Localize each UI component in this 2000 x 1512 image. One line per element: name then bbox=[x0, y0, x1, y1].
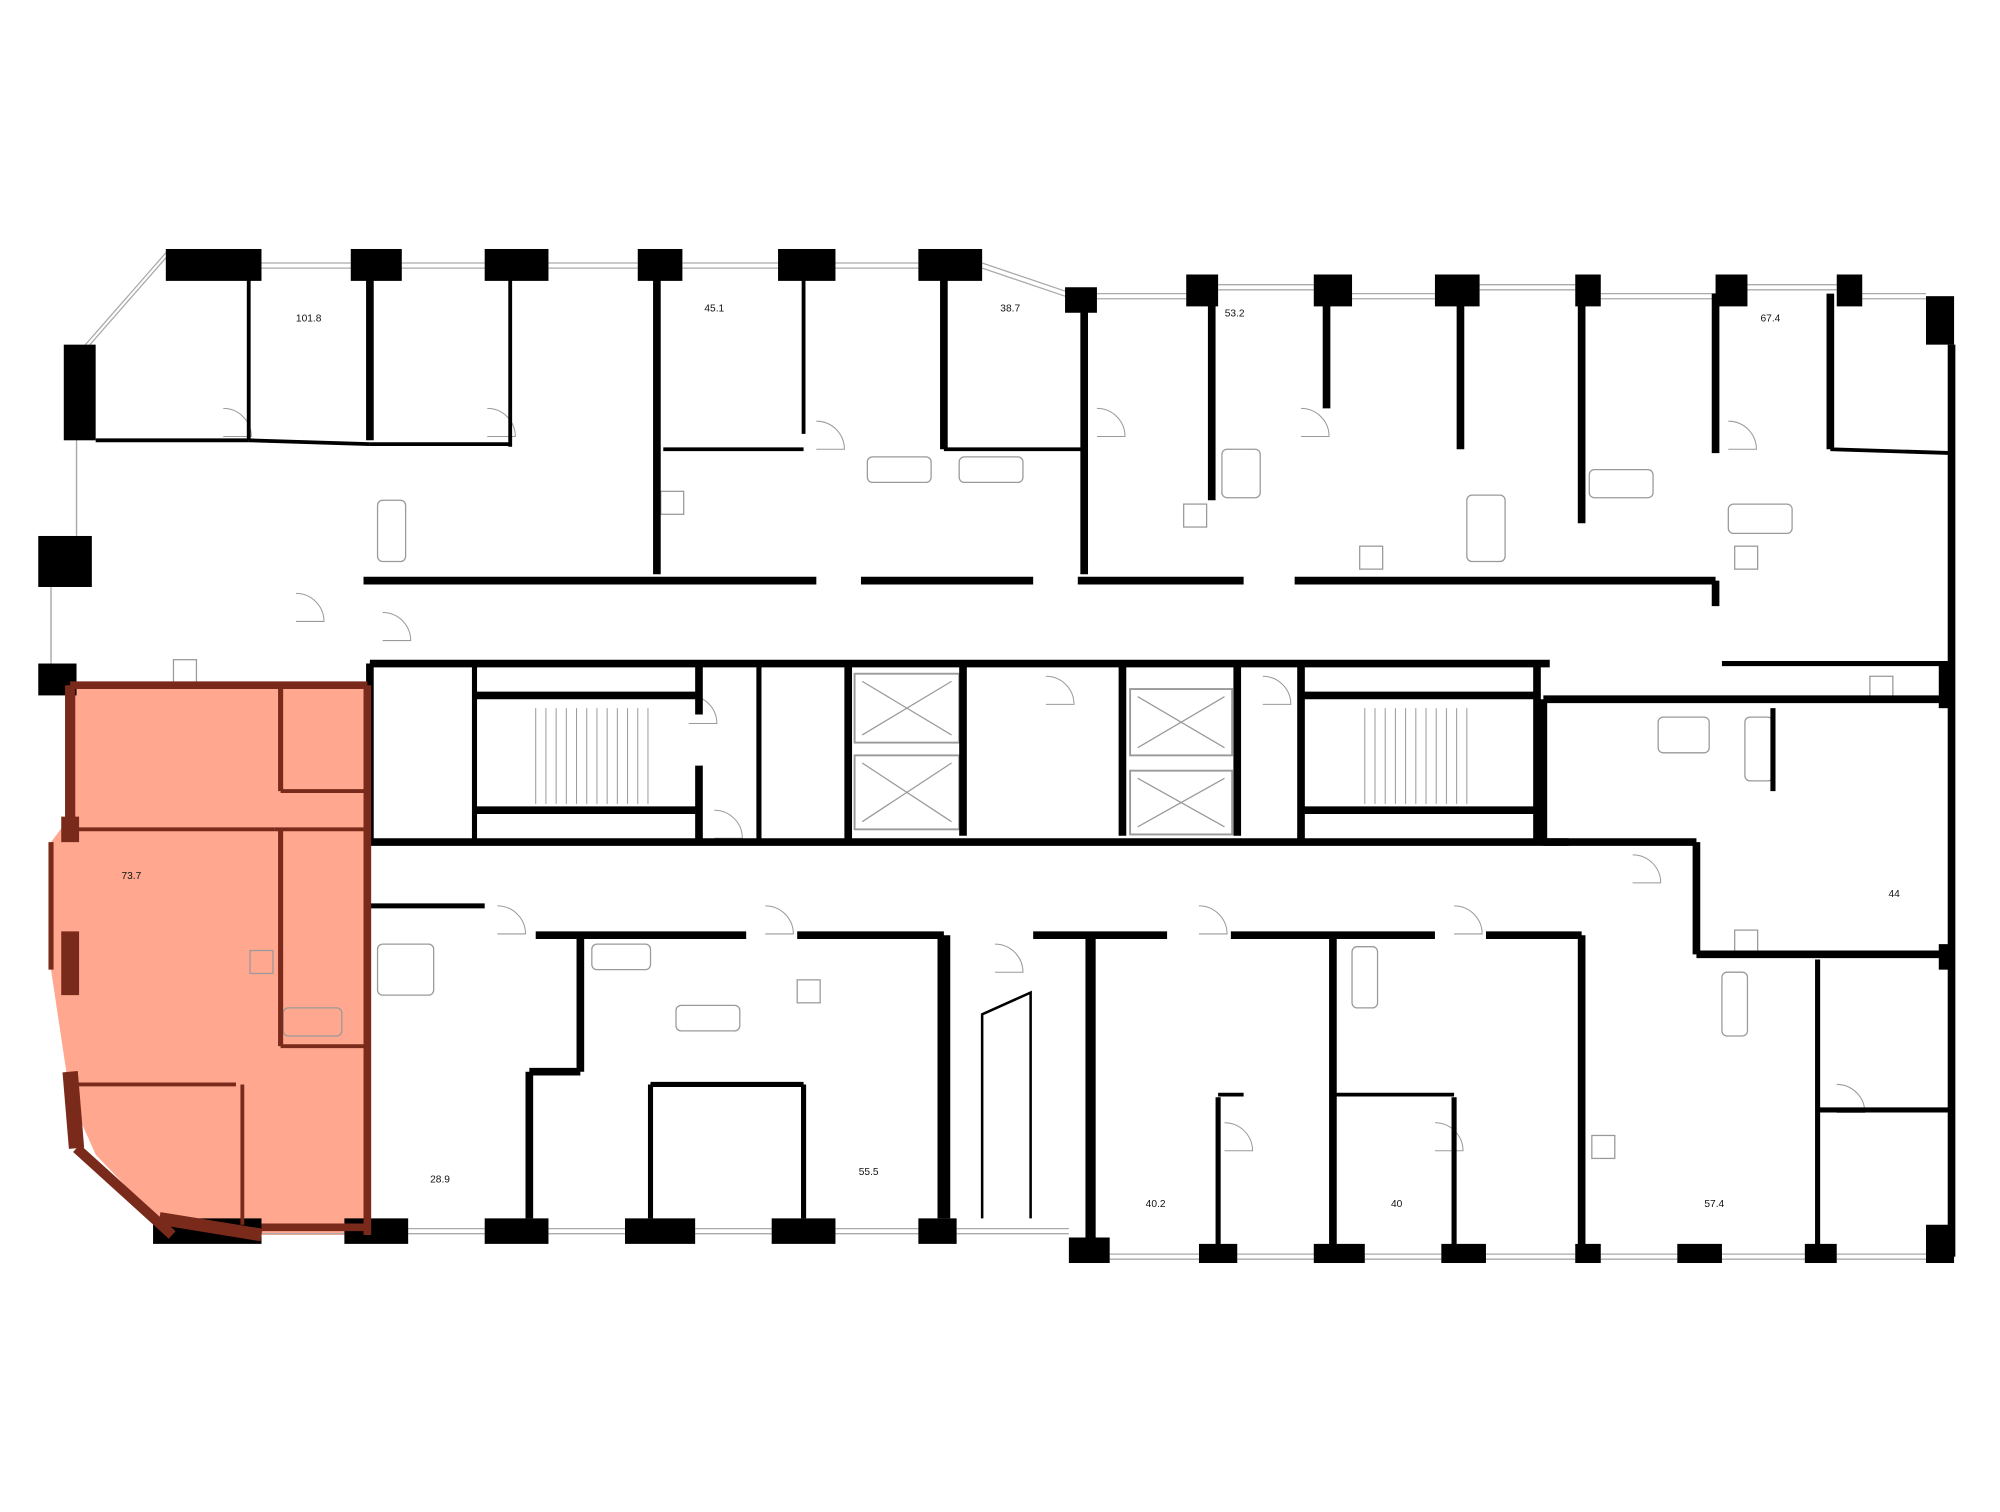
apartment-area-label[interactable]: 38.7 bbox=[1000, 303, 1020, 314]
fixtures-layer bbox=[172, 407, 1894, 1219]
door-swing bbox=[295, 592, 325, 622]
bathtub-icon bbox=[866, 456, 932, 484]
apartment-area-label[interactable]: 55.5 bbox=[859, 1167, 879, 1178]
highlighted-apartment-73-7[interactable] bbox=[51, 685, 368, 1235]
elevator-shaft bbox=[1129, 688, 1234, 757]
exterior-pier bbox=[778, 248, 836, 281]
door-swing bbox=[497, 905, 527, 935]
door-swing bbox=[382, 611, 412, 642]
window bbox=[981, 267, 1066, 297]
bathtub-icon bbox=[675, 1004, 741, 1032]
apartment-area-label-highlighted[interactable]: 73.7 bbox=[121, 871, 141, 882]
exterior-pier bbox=[350, 248, 402, 281]
door-swing bbox=[994, 943, 1024, 973]
highlighted-wall bbox=[73, 1144, 176, 1239]
exterior-pier bbox=[38, 535, 92, 587]
exterior-pier bbox=[918, 1218, 957, 1244]
exterior-pier bbox=[63, 344, 96, 441]
apartment-area-label[interactable]: 67.4 bbox=[1760, 314, 1780, 325]
stove-icon bbox=[796, 979, 821, 1004]
wall bbox=[248, 438, 370, 447]
door-swing bbox=[223, 407, 252, 437]
door-swing bbox=[1198, 905, 1228, 935]
wall bbox=[1830, 447, 1952, 455]
exterior-pier bbox=[1836, 274, 1863, 307]
bathtub-icon bbox=[1744, 716, 1774, 782]
elevator-cross bbox=[1137, 696, 1225, 749]
exterior-pier bbox=[918, 248, 983, 281]
stove-icon bbox=[1734, 929, 1759, 954]
door-swing bbox=[1454, 905, 1483, 935]
ramp bbox=[980, 990, 1032, 1219]
bathtub-icon bbox=[1721, 971, 1749, 1037]
door-swing bbox=[1301, 407, 1330, 437]
exterior-pier bbox=[1313, 1243, 1365, 1264]
door-swing bbox=[714, 809, 743, 839]
window bbox=[76, 252, 167, 356]
exterior-pier bbox=[625, 1218, 696, 1244]
stove-icon bbox=[1734, 545, 1759, 570]
apartment-area-label[interactable]: 101.8 bbox=[296, 314, 322, 325]
bathtub-icon bbox=[1588, 469, 1654, 499]
exterior-pier bbox=[165, 248, 262, 281]
door-swing bbox=[1262, 675, 1292, 705]
highlighted-wall bbox=[158, 1212, 263, 1242]
walls-layer bbox=[38, 248, 1956, 1264]
door-swing bbox=[1434, 1122, 1464, 1152]
apartment-area-label[interactable]: 57.4 bbox=[1704, 1199, 1724, 1210]
elevator-cross bbox=[861, 680, 952, 736]
elevator-cross bbox=[1137, 777, 1225, 828]
stove-icon bbox=[660, 490, 685, 515]
door-swing bbox=[765, 905, 794, 935]
apartment-area-label[interactable]: 40 bbox=[1391, 1199, 1403, 1210]
apartment-area-label[interactable]: 45.1 bbox=[704, 303, 724, 314]
apartment-area-label[interactable]: 28.9 bbox=[430, 1175, 450, 1186]
bathtub-icon bbox=[1466, 494, 1506, 563]
stove-icon bbox=[1359, 545, 1384, 570]
bathtub-icon bbox=[1221, 448, 1261, 499]
door-swing bbox=[1096, 407, 1126, 437]
exterior-pier bbox=[771, 1218, 836, 1244]
exterior-pier bbox=[1441, 1243, 1486, 1264]
apartment-area-label[interactable]: 53.2 bbox=[1225, 309, 1245, 320]
elevator-cross bbox=[861, 762, 952, 823]
bathtub-icon bbox=[1657, 716, 1710, 754]
highlighted-apartment-walls bbox=[48, 681, 372, 1242]
exterior-pier bbox=[1804, 1243, 1837, 1264]
exterior-pier bbox=[1313, 274, 1353, 307]
door-swing bbox=[816, 420, 845, 450]
door-swing bbox=[1224, 1122, 1254, 1152]
exterior-pier bbox=[484, 1218, 549, 1244]
exterior-pier bbox=[1926, 296, 1955, 345]
apartment-area-label[interactable]: 44 bbox=[1888, 889, 1900, 900]
bathtub-icon bbox=[376, 943, 435, 996]
stove-icon bbox=[1591, 1134, 1616, 1160]
window bbox=[981, 262, 1066, 292]
stove-icon bbox=[1183, 503, 1208, 528]
elevator-shaft bbox=[1129, 769, 1234, 836]
window bbox=[76, 257, 167, 361]
exterior-pier bbox=[1677, 1243, 1722, 1264]
door-swing bbox=[1728, 420, 1757, 450]
apartment-area-label[interactable]: 40.2 bbox=[1146, 1199, 1166, 1210]
bathtub-icon bbox=[1727, 503, 1793, 535]
bathtub-icon bbox=[1351, 946, 1379, 1009]
bathtub-icon bbox=[591, 943, 652, 971]
stove-icon bbox=[172, 659, 198, 684]
stove-icon bbox=[249, 949, 274, 975]
exterior-pier bbox=[1715, 274, 1748, 307]
bathtub-icon bbox=[958, 456, 1024, 484]
bathtub-icon bbox=[376, 499, 407, 563]
exterior-pier bbox=[484, 248, 549, 281]
door-swing bbox=[1045, 675, 1075, 705]
door-swing bbox=[1632, 854, 1662, 884]
